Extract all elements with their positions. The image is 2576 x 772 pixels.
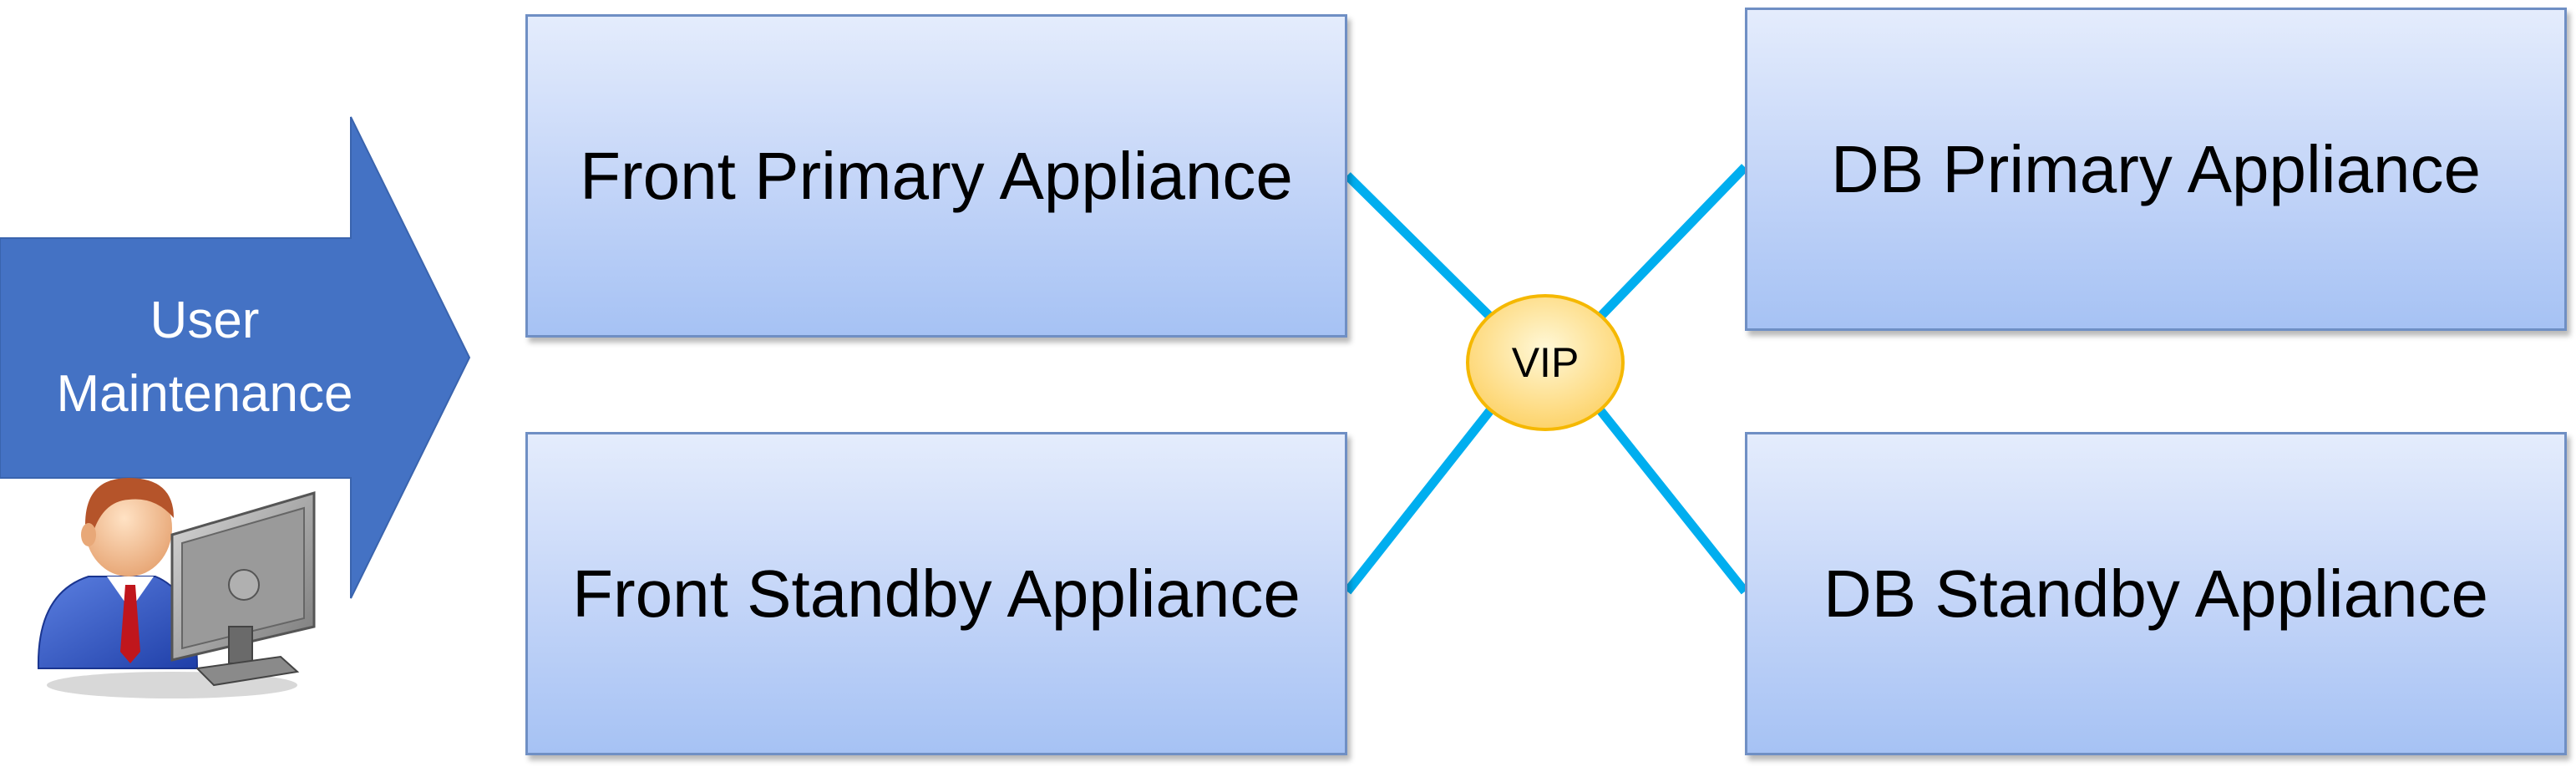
vip-label: VIP — [1511, 339, 1580, 386]
user-at-computer-icon — [37, 478, 316, 698]
front-standby-appliance-box: Front Standby Appliance — [525, 432, 1347, 755]
db-standby-appliance-label: DB Standby Appliance — [1823, 556, 2489, 631]
user-maintenance-label: User Maintenance — [0, 284, 409, 431]
db-primary-appliance-label: DB Primary Appliance — [1830, 131, 2482, 206]
arrow-label-line2: Maintenance — [56, 365, 353, 423]
connector-front-primary — [1344, 172, 1494, 321]
db-standby-appliance-box: DB Standby Appliance — [1745, 432, 2567, 755]
vip-hub — [1466, 294, 1625, 431]
arrow-label-line1: User — [150, 292, 260, 349]
user-maintenance-arrow — [0, 116, 471, 599]
db-primary-appliance-box: DB Primary Appliance — [1745, 8, 2567, 331]
connector-front-standby — [1343, 406, 1495, 595]
connector-db-primary — [1596, 164, 1748, 321]
front-primary-appliance-box: Front Primary Appliance — [525, 14, 1347, 338]
front-primary-appliance-label: Front Primary Appliance — [580, 138, 1293, 213]
front-standby-appliance-label: Front Standby Appliance — [572, 556, 1301, 631]
connector-db-standby — [1595, 406, 1749, 595]
